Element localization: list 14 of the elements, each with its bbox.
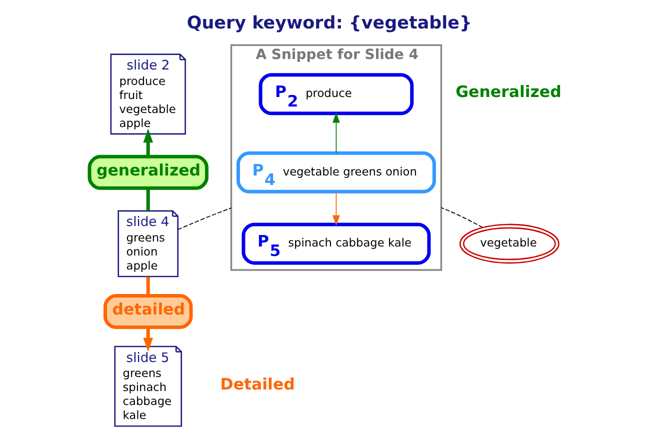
connector — [176, 208, 232, 230]
node-box: generalized — [87, 154, 208, 190]
arrow — [332, 112, 340, 154]
arrow — [142, 128, 153, 156]
node-ellipse: vegetable — [458, 224, 559, 264]
arrow — [332, 191, 340, 226]
label: Detailed — [220, 374, 294, 394]
connector — [146, 276, 150, 296]
diagram-title: Query keyword: {vegetable} — [186, 13, 472, 34]
connector — [146, 188, 150, 211]
node-box: detailed — [103, 294, 192, 330]
connector — [440, 207, 482, 228]
arrow — [142, 328, 153, 352]
label: Generalized — [455, 82, 561, 102]
